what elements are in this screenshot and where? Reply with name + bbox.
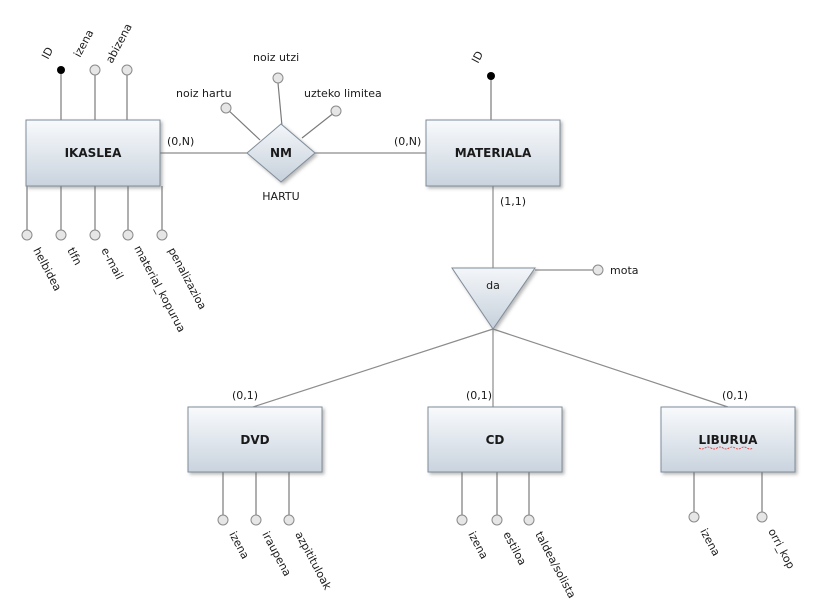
attr-dvd-izena-circle <box>217 514 229 526</box>
attr-dvd-azpitituloak-circle <box>283 514 295 526</box>
card-dvd: (0,1) <box>232 389 258 402</box>
attr-dvd-izena: izena <box>226 529 251 561</box>
card-ikaslea-hartu: (0,N) <box>167 135 194 148</box>
attr-uzteko-limitea-circle <box>330 105 342 117</box>
entity-ikaslea[interactable]: IKASLEA <box>25 119 161 187</box>
specialization-da[interactable]: da <box>451 267 536 330</box>
attr-dvd-iraupena: iraupena <box>259 529 293 578</box>
attr-liburua-izena-circle <box>688 511 700 523</box>
attr-helbidea-circle <box>21 229 33 241</box>
card-hartu-materiala: (0,N) <box>394 135 421 148</box>
entity-liburua[interactable]: LIBURUA <box>660 406 796 473</box>
attr-liburua-orri: orri_kop <box>765 526 797 571</box>
attr-email: e-mail <box>98 245 126 281</box>
spellcheck-underline <box>698 446 754 450</box>
attr-ikaslea-abizena-circle <box>121 64 133 76</box>
entity-ikaslea-label: IKASLEA <box>65 146 123 160</box>
relationship-symbol: NM <box>270 146 292 160</box>
entity-cd-label: CD <box>486 433 505 447</box>
attr-ikaslea-abizena: abizena <box>103 21 135 65</box>
link-uzteko-limitea <box>301 111 336 139</box>
attr-penalizazioa-circle <box>156 229 168 241</box>
card-liburua: (0,1) <box>722 389 748 402</box>
card-materiala-da: (1,1) <box>500 195 526 208</box>
attr-ikaslea-id-keydot <box>57 66 65 74</box>
entity-cd[interactable]: CD <box>427 406 563 473</box>
attr-noiz-utzi: noiz utzi <box>253 51 299 64</box>
entity-dvd-label: DVD <box>240 433 269 447</box>
attr-materiala-id-keydot <box>487 72 495 80</box>
link-da-dvd <box>252 328 494 408</box>
attr-email-circle <box>89 229 101 241</box>
attr-cd-taldea: taldea/solista <box>532 529 578 600</box>
attr-noiz-hartu-circle <box>220 102 232 114</box>
entity-materiala-label: MATERIALA <box>455 146 532 160</box>
entity-materiala[interactable]: MATERIALA <box>425 119 561 187</box>
attr-ikaslea-izena-circle <box>89 64 101 76</box>
attr-cd-izena: izena <box>465 529 490 561</box>
attr-helbidea: helbidea <box>30 245 64 293</box>
link-da-liburua <box>492 328 729 408</box>
relationship-name: HARTU <box>262 190 299 203</box>
attr-cd-estiloa-circle <box>491 514 503 526</box>
attr-mota: mota <box>610 264 639 277</box>
attr-dvd-azpitituloak: azpitituloak <box>292 529 334 592</box>
attr-tlfn-circle <box>55 229 67 241</box>
attr-dvd-iraupena-circle <box>250 514 262 526</box>
relationship-hartu[interactable]: NM <box>246 123 316 183</box>
attr-tlfn: tlfn <box>64 245 84 267</box>
attr-material-kopurua-circle <box>122 229 134 241</box>
attr-cd-taldea-circle <box>523 514 535 526</box>
attr-materiala-id: ID <box>469 49 486 65</box>
attr-mota-circle <box>592 264 604 276</box>
entity-liburua-label: LIBURUA <box>699 433 759 447</box>
attr-noiz-utzi-circle <box>272 72 284 84</box>
attr-uzteko-limitea: uzteko limitea <box>304 87 382 100</box>
attr-liburua-orri-circle <box>756 511 768 523</box>
attr-liburua-izena: izena <box>697 526 722 558</box>
attr-noiz-hartu: noiz hartu <box>176 87 232 100</box>
specialization-symbol: da <box>486 279 500 292</box>
attr-cd-izena-circle <box>456 514 468 526</box>
link-noiz-utzi <box>277 82 283 127</box>
card-cd: (0,1) <box>466 389 492 402</box>
link-noiz-hartu <box>225 107 261 141</box>
attr-ikaslea-id: ID <box>39 45 56 61</box>
attr-cd-estiloa: estiloa <box>500 529 529 567</box>
attr-ikaslea-izena: izena <box>71 27 96 59</box>
entity-dvd[interactable]: DVD <box>187 406 323 473</box>
